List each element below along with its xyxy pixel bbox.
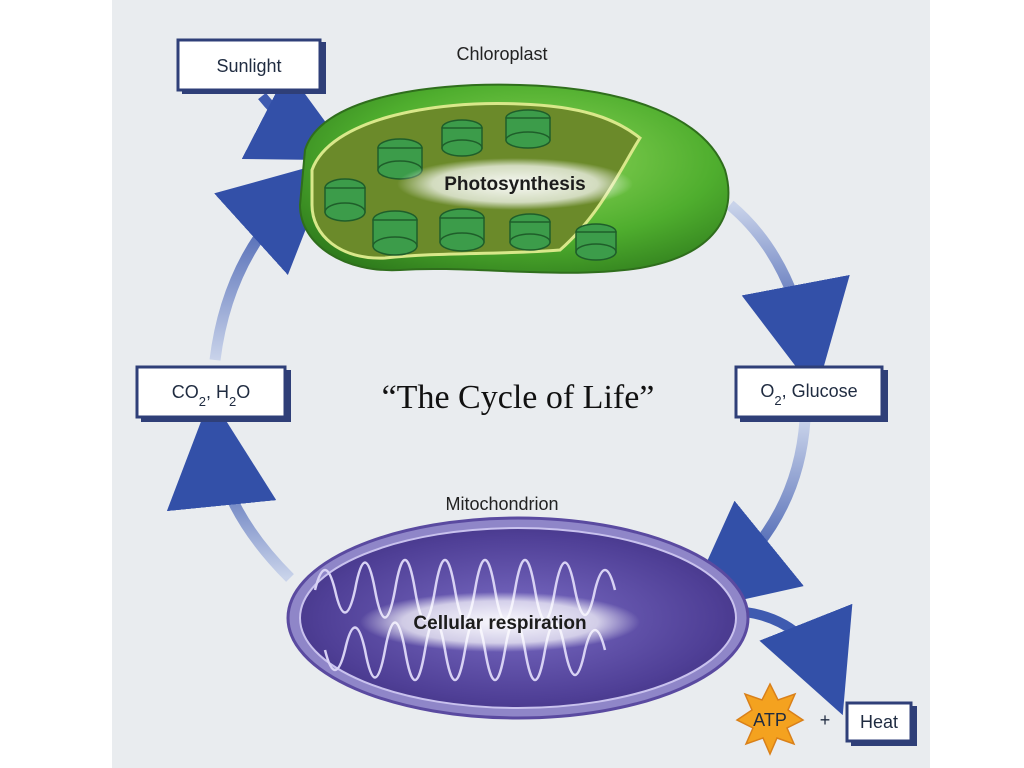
co2-h2o-label: CO2, H2O	[172, 382, 251, 409]
co2-h2o-box: CO2, H2O	[135, 365, 291, 422]
arrow-chloroplast-to-o2-glucose	[726, 200, 850, 394]
diagram-title: “The Cycle of Life”	[382, 379, 655, 416]
arrow-o2-glucose-to-mitochondrion	[683, 419, 811, 613]
mitochondrion-label: Mitochondrion	[445, 494, 558, 514]
cycle-arrows	[166, 70, 853, 716]
photosynthesis-label: Photosynthesis	[444, 174, 585, 195]
atp-label: ATP	[753, 710, 787, 730]
photosynthesis-glow	[397, 158, 633, 210]
cellular-respiration-label: Cellular respiration	[413, 613, 586, 634]
arrow-co2-h2o-to-chloroplast	[209, 160, 333, 361]
mitochondrion: Cellular respiration	[286, 516, 750, 720]
o2-glucose-box: O2, Glucose	[734, 365, 888, 422]
arrow-sunlight-to-chloroplast	[241, 70, 354, 161]
plus-sign: +	[820, 710, 831, 730]
thylakoid-stacks	[324, 109, 617, 261]
heat-box: Heat	[845, 701, 917, 746]
arrow-mitochondrion-to-atp-heat	[744, 603, 853, 716]
respiration-glow	[360, 592, 640, 652]
atp-star: ATP	[735, 682, 805, 756]
heat-label: Heat	[860, 712, 898, 732]
o2-glucose-label: O2, Glucose	[760, 381, 857, 408]
sunlight-label: Sunlight	[216, 56, 281, 76]
sunlight-box: Sunlight	[176, 38, 326, 94]
chloroplast-label: Chloroplast	[456, 44, 547, 64]
arrow-mitochondrion-to-co2-h2o	[166, 396, 294, 582]
chloroplast: Photosynthesis	[298, 83, 730, 274]
